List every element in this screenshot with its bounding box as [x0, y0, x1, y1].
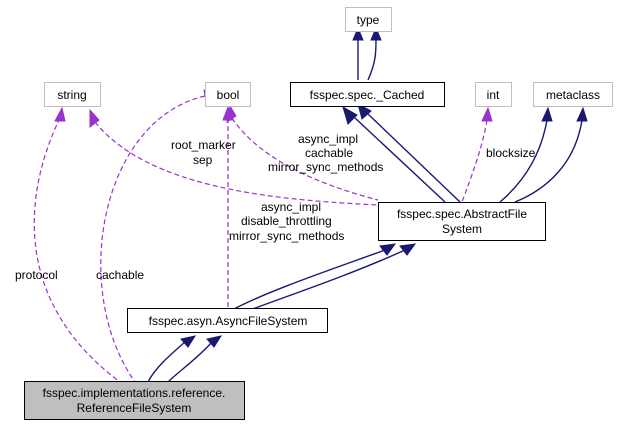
node-abstract-label-line2: System	[442, 222, 482, 236]
arrowhead-abstract-a	[379, 243, 397, 256]
node-async-filesystem[interactable]: fsspec.asyn.AsyncFileSystem	[127, 308, 328, 333]
edge-metaclass-to-abstract-a	[499, 119, 548, 203]
edge-label-protocol: protocol	[15, 268, 58, 282]
arrowhead-metaclass-b	[576, 106, 588, 122]
arrowhead-type-b	[370, 26, 382, 41]
arrowhead-async-a	[180, 335, 197, 348]
edge-int-to-abstract	[461, 119, 488, 203]
edge-string-to-abstract	[94, 121, 379, 206]
edge-type-to-cached-b	[367, 39, 377, 81]
arrowhead-abstract-b	[399, 243, 417, 256]
arrowhead-string-ref	[54, 106, 66, 122]
node-metaclass-label: metaclass	[546, 88, 600, 102]
node-async-label: fsspec.asyn.AsyncFileSystem	[149, 314, 308, 328]
arrowhead-cached-b	[357, 103, 372, 120]
edge-label-bool-async-impl: async_impl	[261, 200, 321, 214]
node-reference-label-line1: fsspec.implementations.reference.	[43, 386, 226, 400]
arrowhead-bool-async	[222, 105, 234, 121]
edge-label-bool-mirror: mirror_sync_methods	[229, 229, 344, 243]
edge-label-root-marker: root_marker	[171, 138, 236, 152]
node-bool-label: bool	[217, 88, 240, 102]
edge-label-cached-async-impl: async_impl	[298, 132, 358, 146]
arrowhead-type-a	[352, 26, 364, 41]
edge-abstract-to-async-b	[249, 249, 406, 311]
node-cached-label: fsspec.spec._Cached	[310, 88, 425, 102]
edge-label-cachable-ref: cachable	[96, 268, 144, 282]
node-reference-label-line2: ReferenceFileSystem	[77, 401, 192, 415]
arrowhead-int	[481, 106, 493, 122]
edge-bool-to-ref	[100, 95, 206, 383]
edge-label-cached-mirror: mirror_sync_methods	[268, 160, 383, 174]
edge-label-sep: sep	[193, 153, 213, 167]
arrowhead-cached-a	[342, 105, 358, 125]
edge-label-blocksize: blocksize	[486, 146, 536, 160]
node-bool[interactable]: bool	[205, 82, 251, 107]
node-metaclass[interactable]: metaclass	[533, 82, 613, 107]
node-abstract-label-line1: fsspec.spec.AbstractFile	[397, 207, 527, 221]
edge-bool-to-abstract	[231, 117, 379, 201]
edge-label-bool-disable-throttling: disable_throttling	[241, 214, 332, 228]
edge-string-to-ref	[33, 117, 121, 383]
node-int-label: int	[487, 88, 500, 102]
edge-label-cached-cachable: cachable	[305, 146, 353, 160]
edge-async-to-ref-b	[167, 341, 213, 383]
node-abstract-filesystem[interactable]: fsspec.spec.AbstractFile System	[378, 202, 546, 241]
arrowhead-string-abstract	[89, 108, 100, 129]
edge-async-to-ref-a	[147, 341, 186, 383]
arrowhead-async-b	[206, 335, 223, 348]
node-string-label: string	[57, 88, 86, 102]
arrowhead-metaclass-a	[541, 106, 553, 122]
node-int[interactable]: int	[475, 82, 512, 107]
node-cached[interactable]: fsspec.spec._Cached	[290, 82, 445, 107]
node-string[interactable]: string	[44, 82, 101, 107]
edge-metaclass-to-abstract-b	[514, 119, 583, 203]
node-type-label: type	[357, 13, 380, 27]
edge-abstract-to-async-a	[231, 249, 386, 311]
node-reference-filesystem[interactable]: fsspec.implementations.reference. Refere…	[24, 381, 245, 420]
edge-cached-to-abstract-b	[367, 113, 461, 203]
edge-cached-to-abstract-a	[354, 117, 446, 203]
node-type[interactable]: type	[345, 7, 392, 32]
